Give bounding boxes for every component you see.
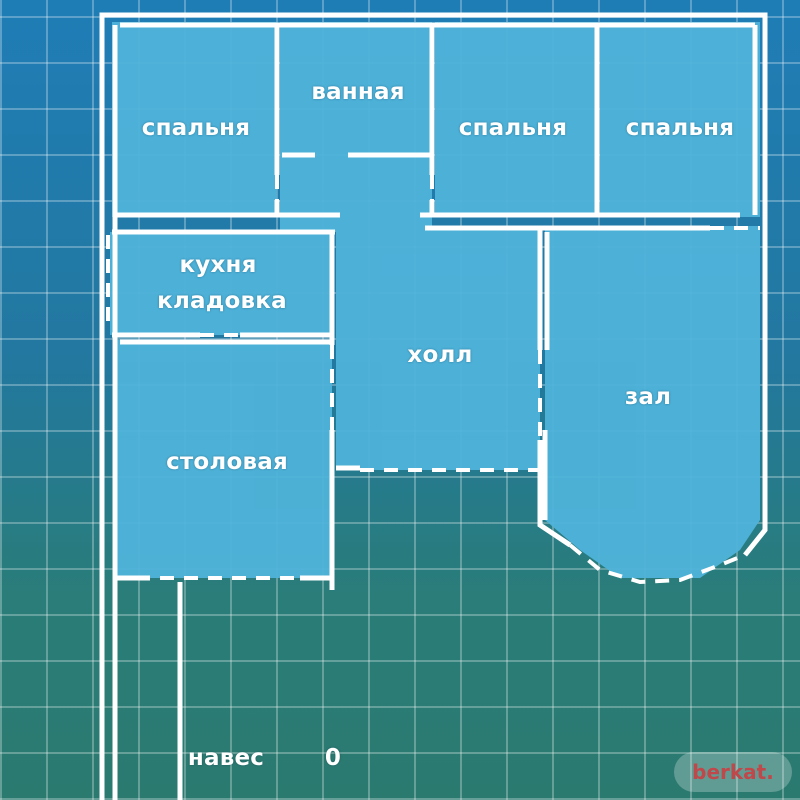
- room-bathroom: [280, 22, 432, 157]
- label-canopy: навес: [187, 745, 265, 771]
- room-bedroom2: [435, 22, 598, 217]
- label-bedroom3: спальня: [625, 115, 735, 141]
- marker-zero: 0: [324, 745, 342, 771]
- room-bedroom1: [112, 22, 277, 217]
- label-bathroom: ванная: [311, 79, 405, 105]
- watermark-logo: berkat.: [674, 752, 792, 792]
- label-bedroom2: спальня: [458, 115, 568, 141]
- label-hall: холл: [407, 342, 473, 368]
- watermark-text: berkat.: [692, 760, 774, 784]
- room-bedroom3: [600, 22, 760, 217]
- room-dining: [114, 340, 332, 578]
- room-living: [545, 226, 760, 578]
- label-living: зал: [624, 384, 672, 410]
- room-kitchen: [110, 232, 332, 335]
- room-hall: [280, 157, 540, 470]
- label-kitchen: кухня: [179, 252, 257, 278]
- label-dining: столовая: [166, 449, 288, 475]
- label-pantry: кладовка: [157, 288, 287, 314]
- label-bedroom1: спальня: [141, 115, 251, 141]
